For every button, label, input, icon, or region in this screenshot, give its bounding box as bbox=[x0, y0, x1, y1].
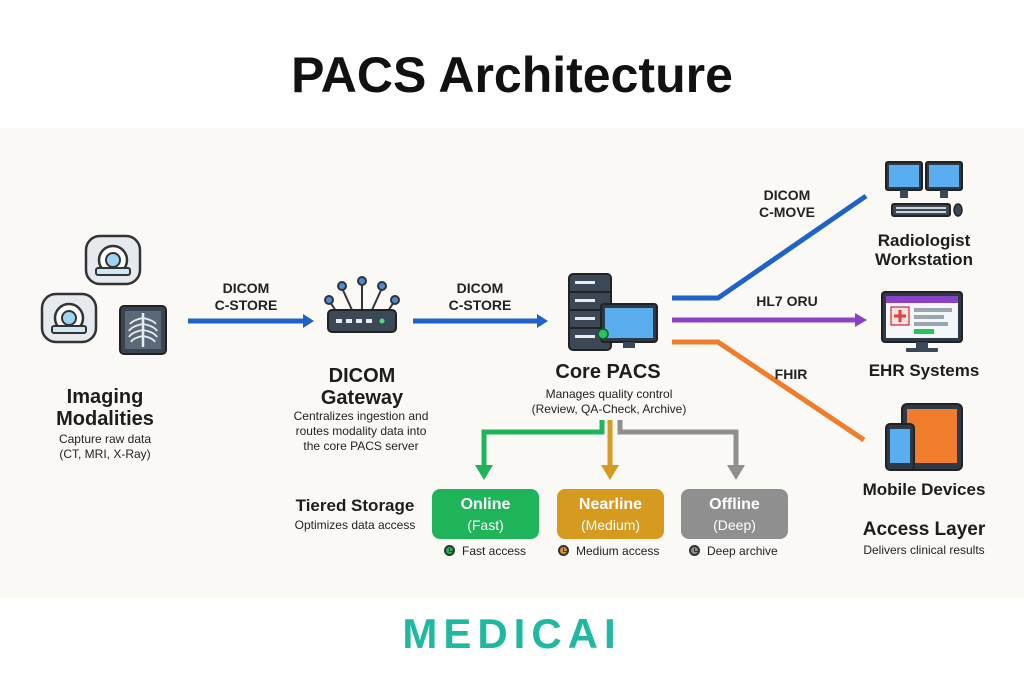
tablet-phone-icon bbox=[885, 403, 963, 471]
gateway-desc-line2: routes modality data into bbox=[295, 424, 427, 438]
mobile-label: Mobile Devices bbox=[862, 480, 986, 499]
mri-scanner-icon bbox=[84, 234, 142, 286]
network-gateway-icon bbox=[324, 276, 400, 333]
radiologist-label-line2: Workstation bbox=[875, 250, 973, 269]
link-core-radiologist bbox=[672, 193, 868, 301]
tier-nearline-name: Nearline bbox=[578, 496, 643, 513]
gateway-name-line1: DICOM bbox=[328, 365, 396, 387]
branch-online-arrowhead bbox=[475, 465, 493, 480]
core-desc-line2: (Review, QA-Check, Archive) bbox=[531, 402, 687, 416]
link1-label: DICOM C-STORE bbox=[196, 280, 296, 314]
ct-scanner-icon bbox=[40, 292, 98, 344]
link-gateway-core-arrowhead bbox=[537, 314, 548, 328]
modalities-desc-line2: (CT, MRI, X-Ray) bbox=[59, 447, 151, 461]
link2-label-line1: DICOM bbox=[456, 280, 504, 296]
tier-nearline-speed: (Medium) bbox=[580, 517, 641, 533]
access-layer-title: Access Layer bbox=[862, 519, 986, 540]
tier-online-name: Online bbox=[460, 496, 511, 513]
tier-offline-speed: (Deep) bbox=[713, 517, 756, 533]
core-name: Core PACS bbox=[555, 361, 661, 383]
radiologist-label: Radiologist Workstation bbox=[858, 231, 990, 269]
tier-offline-name: Offline bbox=[709, 496, 760, 513]
radiologist-label-line1: Radiologist bbox=[877, 231, 971, 250]
storage-tier-offline: Offline (Deep) bbox=[681, 489, 788, 539]
storage-tier-online: Online (Fast) bbox=[432, 489, 539, 539]
core-desc-line1: Manages quality control bbox=[545, 387, 673, 401]
clock-icon bbox=[444, 545, 455, 556]
link-modalities-gateway-arrowhead bbox=[303, 314, 314, 328]
link2-label-line2: C-STORE bbox=[448, 297, 512, 313]
medicai-logo: MEDICAI bbox=[402, 610, 622, 657]
clock-icon bbox=[689, 545, 700, 556]
core-desc: Manages quality control (Review, QA-Chec… bbox=[520, 387, 698, 417]
modalities-name-line1: Imaging bbox=[66, 386, 144, 408]
modalities-desc-line1: Capture raw data bbox=[58, 432, 152, 446]
modalities-name-line2: Modalities bbox=[56, 408, 154, 430]
gateway-desc-line3: the core PACS server bbox=[303, 439, 419, 453]
gateway-desc: Centralizes ingestion and routes modalit… bbox=[286, 409, 436, 454]
tier-nearline-note: Medium access bbox=[576, 544, 660, 558]
page-title: PACS Architecture bbox=[291, 47, 733, 103]
branch-nearline-arrowhead bbox=[601, 465, 619, 480]
gateway-name: DICOM Gateway bbox=[292, 365, 432, 409]
move-label: DICOM C-MOVE bbox=[742, 187, 832, 221]
link-core-mobile bbox=[672, 339, 866, 443]
tier-offline-note: Deep archive bbox=[707, 544, 778, 558]
storage-title: Tiered Storage bbox=[295, 496, 415, 515]
link1-label-line2: C-STORE bbox=[214, 297, 278, 313]
access-layer-desc: Delivers clinical results bbox=[863, 543, 985, 557]
move-label-line2: C-MOVE bbox=[759, 204, 815, 220]
ehr-monitor-icon bbox=[881, 291, 963, 352]
link1-label-line1: DICOM bbox=[222, 280, 270, 296]
tier-online-note: Fast access bbox=[462, 544, 527, 558]
workstation-icon bbox=[885, 161, 963, 217]
move-label-line1: DICOM bbox=[763, 187, 811, 203]
tier-online-speed: (Fast) bbox=[467, 517, 504, 533]
gateway-desc-line1: Centralizes ingestion and bbox=[293, 409, 429, 423]
ehr-label: EHR Systems bbox=[868, 361, 980, 380]
fhir-label: FHIR bbox=[774, 366, 808, 382]
hl7-label: HL7 ORU bbox=[756, 293, 818, 309]
link2-label: DICOM C-STORE bbox=[430, 280, 530, 314]
server-icon bbox=[568, 273, 658, 351]
xray-icon bbox=[119, 305, 167, 355]
link-core-ehr-arrowhead bbox=[855, 313, 867, 327]
branch-online bbox=[481, 420, 605, 468]
gateway-name-line2: Gateway bbox=[320, 387, 404, 409]
modalities-desc: Capture raw data (CT, MRI, X-Ray) bbox=[30, 432, 180, 462]
modalities-name: Imaging Modalities bbox=[30, 386, 180, 430]
clock-icon bbox=[558, 545, 569, 556]
branch-offline bbox=[617, 420, 739, 468]
storage-tier-nearline: Nearline (Medium) bbox=[557, 489, 664, 539]
storage-desc: Optimizes data access bbox=[294, 518, 416, 532]
branch-offline-arrowhead bbox=[727, 465, 745, 480]
